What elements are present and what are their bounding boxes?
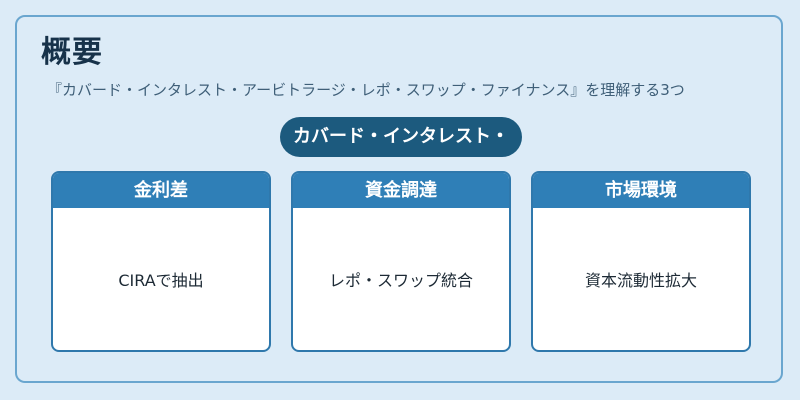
card-header: 金利差	[53, 173, 269, 208]
card-body: 資本流動性拡大	[584, 271, 697, 290]
concept-card-funding: 資金調達 レポ・スワップ統合	[291, 171, 511, 352]
page-title: 概要	[41, 35, 103, 70]
page-subtitle: 『カバード・インタレスト・アービトラージ・レポ・スワップ・ファイナンス』を理解す…	[47, 81, 685, 99]
card-header: 市場環境	[533, 173, 749, 208]
overview-panel: 概要 『カバード・インタレスト・アービトラージ・レポ・スワップ・ファイナンス』を…	[15, 15, 783, 383]
card-body: レポ・スワップ統合	[328, 271, 473, 290]
card-body: CIRAで抽出	[118, 271, 204, 290]
concept-card-interest-rate-spread: 金利差 CIRAで抽出	[51, 171, 271, 352]
center-topic-pill: カバード・インタレスト・	[280, 117, 522, 157]
card-header: 資金調達	[293, 173, 509, 208]
concept-card-market-environment: 市場環境 資本流動性拡大	[531, 171, 751, 352]
